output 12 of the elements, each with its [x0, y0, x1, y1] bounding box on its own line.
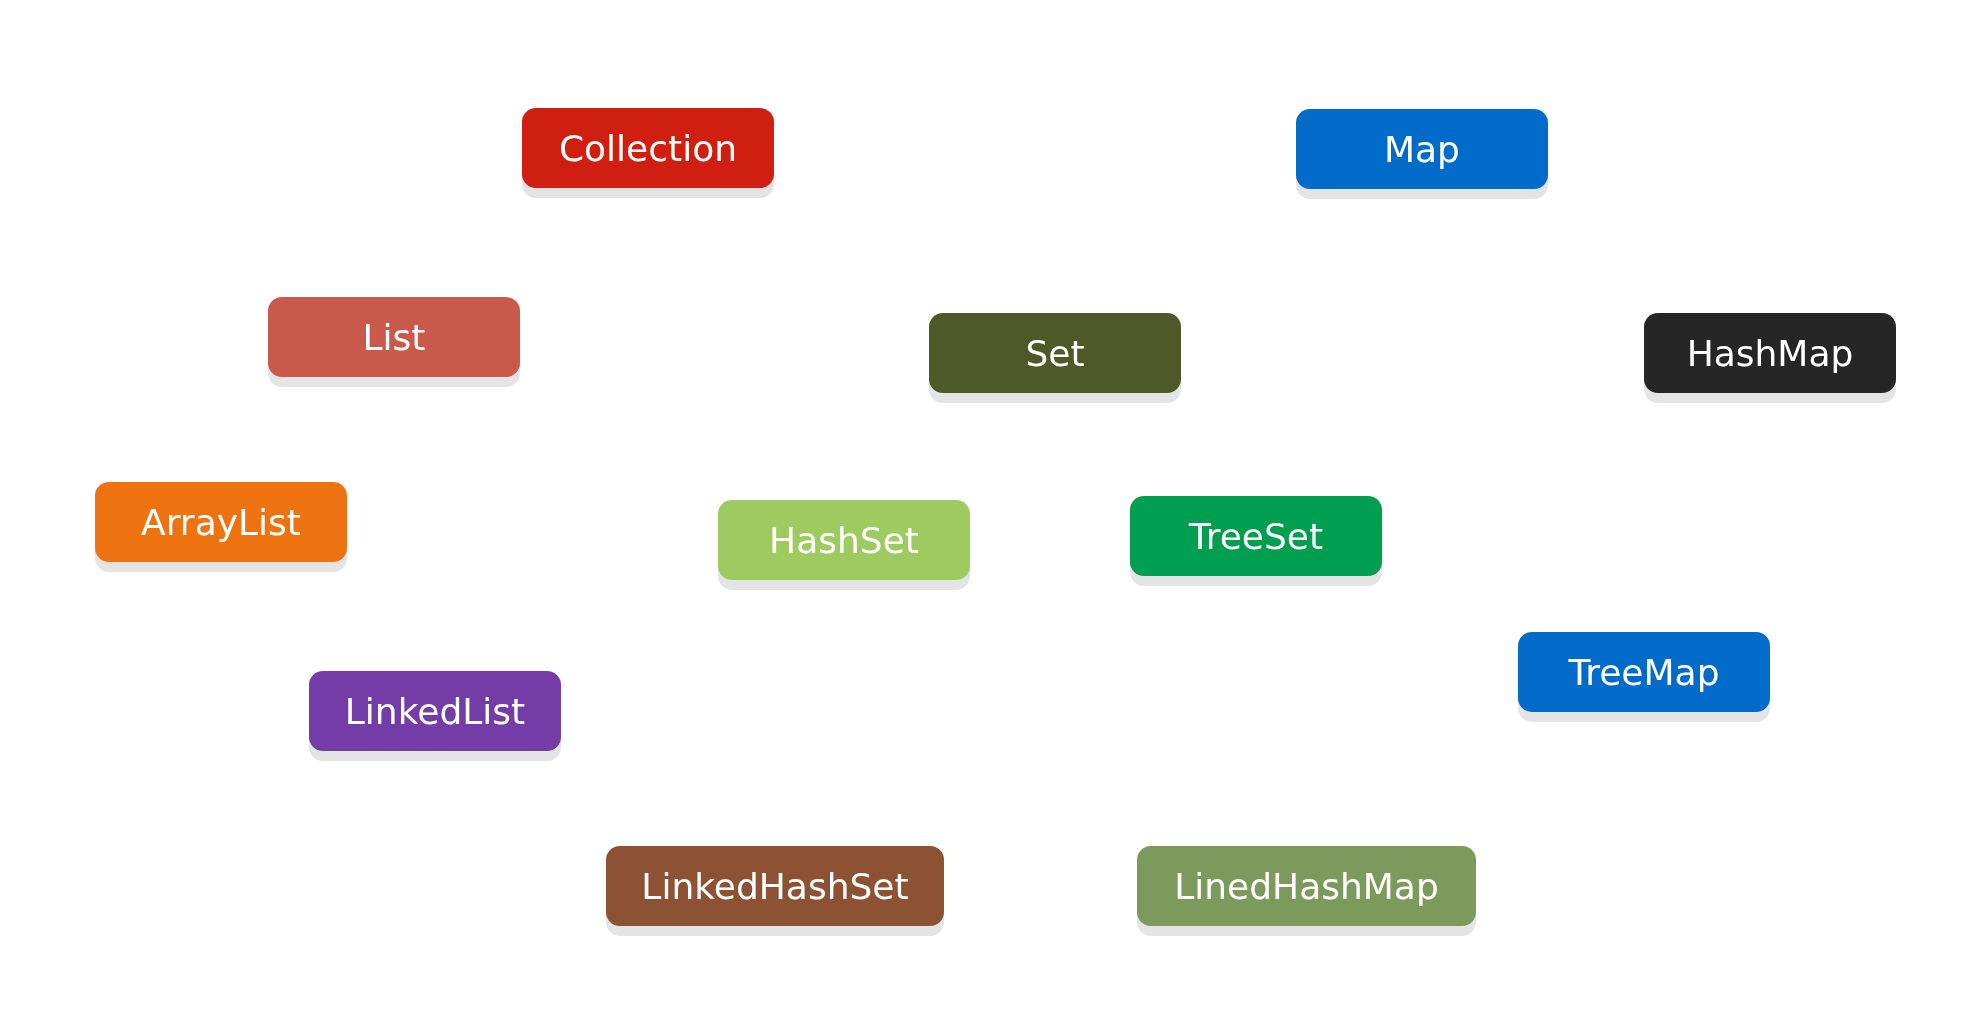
- class-name: Collection: [558, 127, 738, 169]
- class-name: HashMap: [1686, 332, 1854, 374]
- class-name: TreeMap: [1568, 651, 1720, 693]
- class-name: LinkedHashSet: [641, 865, 909, 907]
- class-name: LinkedList: [344, 690, 526, 732]
- class-name: HashSet: [769, 519, 919, 561]
- class-name: ArrayList: [141, 501, 301, 543]
- class-name: Map: [1384, 128, 1460, 170]
- class-name: List: [362, 316, 426, 358]
- class-name: Set: [1025, 332, 1085, 374]
- class-name: LinedHashMap: [1174, 865, 1439, 907]
- class-name: TreeSet: [1188, 515, 1324, 557]
